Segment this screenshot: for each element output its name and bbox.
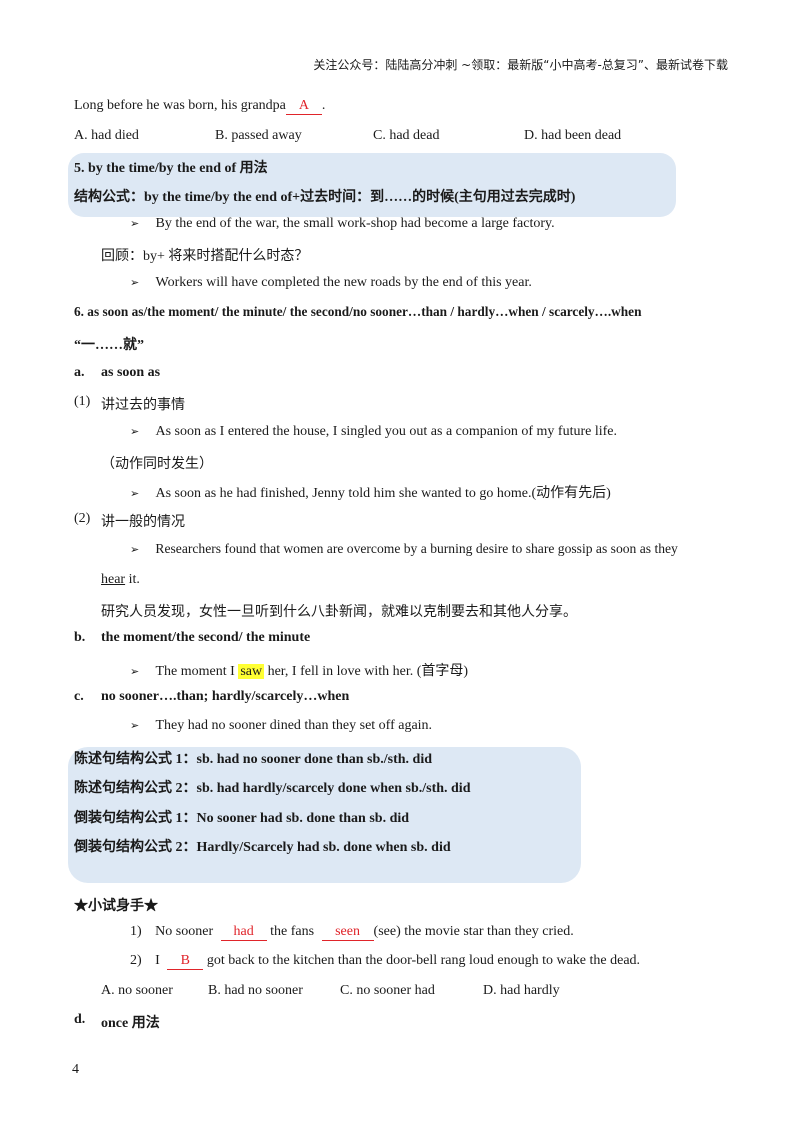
question-number: 2) (130, 953, 142, 968)
translation-text: 研究人员发现，女性一旦听到什么八卦新闻，就难以克制要去和其他人分享。 (101, 605, 577, 620)
answer-blank: had (220, 924, 267, 941)
option-c: C. no sooner had (340, 983, 435, 998)
example-text: Workers will have completed the new road… (155, 275, 532, 290)
item-a-title: as soon as (101, 365, 161, 380)
arrow-bullet-icon: ➢ (130, 426, 140, 438)
page-header: 关注公众号：陆陆高分冲刺 ~领取：最新版“小中高考-总复习”、最新试卷下载 (313, 58, 728, 72)
example-line: ➢ By the end of the war, the small work-… (130, 216, 555, 232)
formula-line: 陈述句结构公式 2：sb. had hardly/scarcely done w… (74, 781, 471, 796)
example-text-end: her, I fell in love with her. (首字母) (264, 664, 469, 679)
formula-box (68, 747, 581, 883)
question-end: . (321, 98, 326, 113)
item-c-title: no sooner….than; hardly/scarcely…when (101, 689, 350, 704)
question-text: the fans (266, 924, 318, 939)
arrow-bullet-icon: ➢ (130, 277, 140, 289)
example-text: As soon as I entered the house, I single… (155, 424, 618, 439)
item-d-title: once 用法 (101, 1016, 160, 1031)
formula-box-5 (68, 153, 676, 217)
example-text-start: The moment I (155, 664, 239, 679)
point-2-text: 讲一般的情况 (101, 515, 185, 530)
section-5-heading: 5. by the time/by the end of 用法 (74, 161, 268, 176)
arrow-bullet-icon: ➢ (130, 488, 140, 500)
section-5-formula: 结构公式：by the time/by the end of+过去时间：到……的… (74, 190, 576, 205)
item-d-label: d. (74, 1012, 86, 1027)
arrow-bullet-icon: ➢ (130, 218, 140, 230)
example-text: They had no sooner dined than they set o… (155, 718, 433, 733)
example-line: ➢ They had no sooner dined than they set… (130, 718, 432, 734)
review-text: 回顾：by+ 将来时搭配什么时态？ (101, 249, 309, 264)
question-text: Long before he was born, his grandpa (74, 98, 286, 113)
example-line: ➢ As soon as I entered the house, I sing… (130, 424, 617, 440)
item-b-title: the moment/the second/ the minute (101, 630, 311, 645)
practice-question-2: 2) I B got back to the kitchen than the … (130, 953, 640, 970)
item-c-label: c. (74, 689, 84, 704)
practice-title: ★小试身手★ (74, 899, 158, 914)
answer-blank: A (285, 98, 322, 115)
example-text: Researchers found that women are overcom… (155, 541, 678, 556)
answer-blank: seen (321, 924, 374, 941)
formula-line: 倒装句结构公式 1：No sooner had sb. done than sb… (74, 811, 410, 826)
formula-line: 陈述句结构公式 1：sb. had no sooner done than sb… (74, 752, 433, 767)
question-number: 1) (130, 924, 142, 939)
example-line: ➢ Workers will have completed the new ro… (130, 275, 532, 291)
arrow-bullet-icon: ➢ (130, 544, 140, 556)
item-a-label: a. (74, 365, 85, 380)
point-1-text: 讲过去的事情 (101, 398, 185, 413)
question-text: No sooner (155, 924, 217, 939)
example-text: As soon as he had finished, Jenny told h… (155, 486, 611, 501)
option-a: A. had died (74, 128, 139, 143)
question-text: I (155, 953, 164, 968)
option-b: B. had no sooner (208, 983, 303, 998)
item-b-label: b. (74, 630, 86, 645)
practice-question-1: 1) No sooner had the fans seen(see) the … (130, 924, 574, 941)
arrow-bullet-icon: ➢ (130, 666, 140, 678)
option-b: B. passed away (215, 128, 302, 143)
example-end: it. (125, 572, 140, 587)
formula-line: 倒装句结构公式 2：Hardly/Scarcely had sb. done w… (74, 840, 451, 855)
option-a: A. no sooner (101, 983, 173, 998)
example-line: ➢ As soon as he had finished, Jenny told… (130, 482, 611, 502)
example-continuation: hear it. (101, 572, 140, 588)
note-text: （动作同时发生） (101, 457, 213, 472)
option-c: C. had dead (373, 128, 440, 143)
example-line: ➢ The moment I saw her, I fell in love w… (130, 660, 468, 680)
section-6-heading: 6. as soon as/the moment/ the minute/ th… (74, 304, 642, 319)
arrow-bullet-icon: ➢ (130, 720, 140, 732)
example-text: By the end of the war, the small work-sh… (155, 216, 555, 231)
point-2-label: (2) (74, 511, 91, 526)
answer-blank: B (167, 953, 204, 970)
highlighted-word: saw (238, 664, 265, 679)
option-d: D. had hardly (483, 983, 560, 998)
question-text: (see) the movie star than they cried. (373, 924, 574, 939)
example-line: ➢ Researchers found that women are overc… (130, 541, 678, 557)
underlined-word: hear (101, 572, 126, 587)
page-number: 4 (72, 1062, 79, 1077)
section-6-subheading: “一……就” (74, 338, 144, 353)
point-1-label: (1) (74, 394, 91, 409)
option-d: D. had been dead (524, 128, 622, 143)
question-text: got back to the kitchen than the door-be… (203, 953, 641, 968)
